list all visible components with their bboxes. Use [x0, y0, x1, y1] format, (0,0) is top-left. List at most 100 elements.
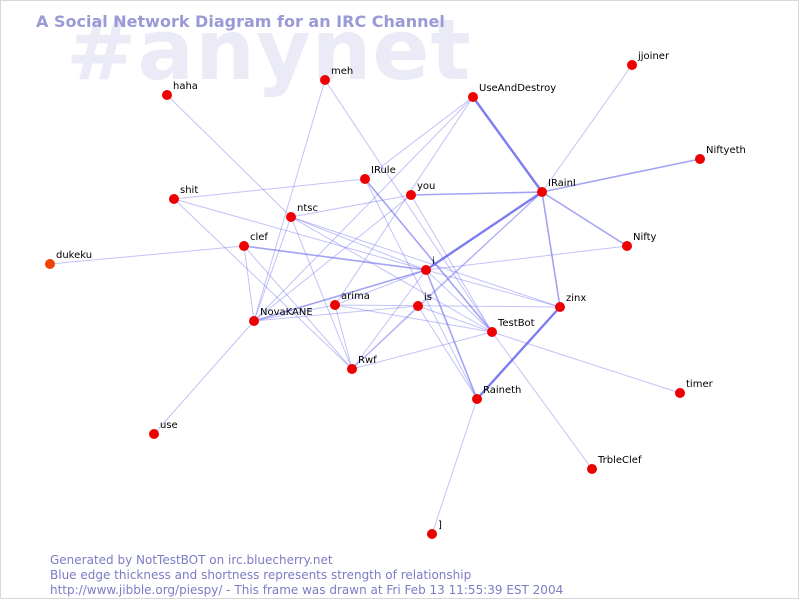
edge-ntsc-Rwf	[290, 216, 353, 370]
node-you: you	[406, 181, 435, 200]
edge-shit-i	[173, 198, 427, 271]
node-dot	[320, 75, 330, 85]
node-label: shit	[180, 185, 198, 196]
edge-i-Nifty	[425, 245, 628, 271]
node-dot	[472, 394, 482, 404]
edge-clef-i	[243, 245, 427, 271]
node-Nifty: Nifty	[622, 232, 657, 251]
edge-meh-NovaKANE	[253, 79, 326, 322]
edge-i-arima	[334, 269, 427, 306]
node-dot	[330, 300, 340, 310]
node-dot	[587, 464, 597, 474]
edge-IRainI-i	[425, 191, 543, 271]
node-label: IRule	[371, 165, 396, 176]
edge-is-TestBot	[417, 305, 493, 333]
edge-UseAndDestroy-IRule	[364, 96, 474, 180]
edge-IRainI-zinx	[541, 191, 561, 308]
edge-zinx-Raineth	[476, 306, 561, 400]
node-NovaKANE: NovaKANE	[249, 307, 313, 326]
edge-arima-TestBot	[334, 304, 493, 333]
edge-i-NovaKANE	[253, 269, 427, 322]
node-dot	[286, 212, 296, 222]
node-label: IRainI	[548, 178, 576, 189]
node-dukeku: dukeku	[45, 250, 92, 269]
node-label: haha	[173, 81, 198, 92]
node-label: Rwf	[358, 355, 377, 366]
node-dot	[468, 92, 478, 102]
channel-watermark: #anynet	[66, 1, 472, 99]
edge-is-Rwf	[351, 305, 419, 370]
node-label: zinx	[566, 293, 586, 304]
node-UseAndDestroy: UseAndDestroy	[468, 83, 556, 102]
edge-TestBot-timer	[491, 331, 681, 394]
node-Niftyeth: Niftyeth	[695, 145, 746, 164]
node-dot	[427, 529, 437, 539]
edge-IRule-Raineth	[364, 178, 478, 400]
node-Raineth: Raineth	[472, 385, 521, 404]
edge-clef-dukeku	[49, 245, 245, 265]
node-dot	[45, 259, 55, 269]
node-label: Raineth	[483, 385, 521, 396]
edge-i-Rwf	[351, 269, 427, 370]
node-label: jjoiner	[637, 51, 670, 62]
node-dot	[149, 429, 159, 439]
node-dot	[239, 241, 249, 251]
node-haha: haha	[162, 81, 198, 100]
edge-IRule-TestBot	[364, 178, 493, 333]
node-dot	[169, 194, 179, 204]
node-dot	[162, 90, 172, 100]
node-label: arima	[341, 291, 370, 302]
edge-IRainI-is	[417, 191, 543, 307]
node-dot	[249, 316, 259, 326]
edge-meh-TestBot	[324, 79, 493, 333]
footer-generated-by: Generated by NotTestBOT on irc.bluecherr…	[50, 553, 333, 567]
footer-legend-note: Blue edge thickness and shortness repres…	[50, 568, 472, 582]
edge-clef-NovaKANE	[243, 245, 255, 322]
edge-is-NovaKANE	[253, 305, 419, 322]
node-use: use	[149, 420, 178, 439]
edge-ntsc-TestBot	[290, 216, 493, 333]
footer-frame-info: http://www.jibble.org/piespy/ - This fra…	[50, 583, 564, 597]
edge-ntsc-NovaKANE	[253, 216, 292, 322]
node-label: ntsc	[297, 203, 318, 214]
edge-jjoiner-IRainI	[541, 64, 633, 193]
node-dot	[406, 190, 416, 200]
edge-i-zinx	[425, 269, 561, 308]
edge-layer	[49, 64, 701, 535]
edge-arima-Rwf	[334, 304, 353, 370]
edge-UseAndDestroy-IRainI	[472, 96, 543, 193]
node-arima: arima	[330, 291, 370, 310]
edge-you-TestBot	[410, 194, 493, 333]
node-zinx: zinx	[555, 293, 586, 312]
edge-IRule-shit	[173, 178, 366, 200]
node-shit: shit	[169, 185, 198, 204]
node-jjoiner: jjoiner	[627, 51, 670, 70]
edge-NovaKANE-use	[153, 320, 255, 435]
node-dot	[627, 60, 637, 70]
node-label: i	[432, 256, 435, 267]
edge-arima-zinx	[334, 304, 561, 308]
edge-ntsc-zinx	[290, 216, 561, 308]
edge-arima-NovaKANE	[253, 304, 336, 322]
node-label: NovaKANE	[260, 307, 313, 318]
edge-you-ntsc	[290, 194, 412, 218]
node-dot	[695, 154, 705, 164]
edge-i-Raineth	[425, 269, 478, 400]
node-dot	[421, 265, 431, 275]
edge-IRainI-Rwf	[351, 191, 543, 370]
node-label: TestBot	[497, 318, 535, 329]
node-IRainI: IRainI	[537, 178, 576, 197]
edge-shit-Rwf	[173, 198, 353, 370]
node-dot	[347, 364, 357, 374]
edge-haha-ntsc	[166, 94, 292, 218]
node-label: is	[424, 292, 432, 303]
diagram-title: A Social Network Diagram for an IRC Chan…	[36, 12, 445, 31]
node-label: you	[417, 181, 435, 192]
edge-Niftyeth-IRainI	[541, 158, 701, 193]
node-TrbleClef: TrbleClef	[587, 455, 642, 474]
edge-IRainI-Nifty	[541, 191, 628, 247]
edge-UseAndDestroy-NovaKANE	[253, 96, 474, 322]
edge-ntsc-i	[290, 216, 427, 271]
